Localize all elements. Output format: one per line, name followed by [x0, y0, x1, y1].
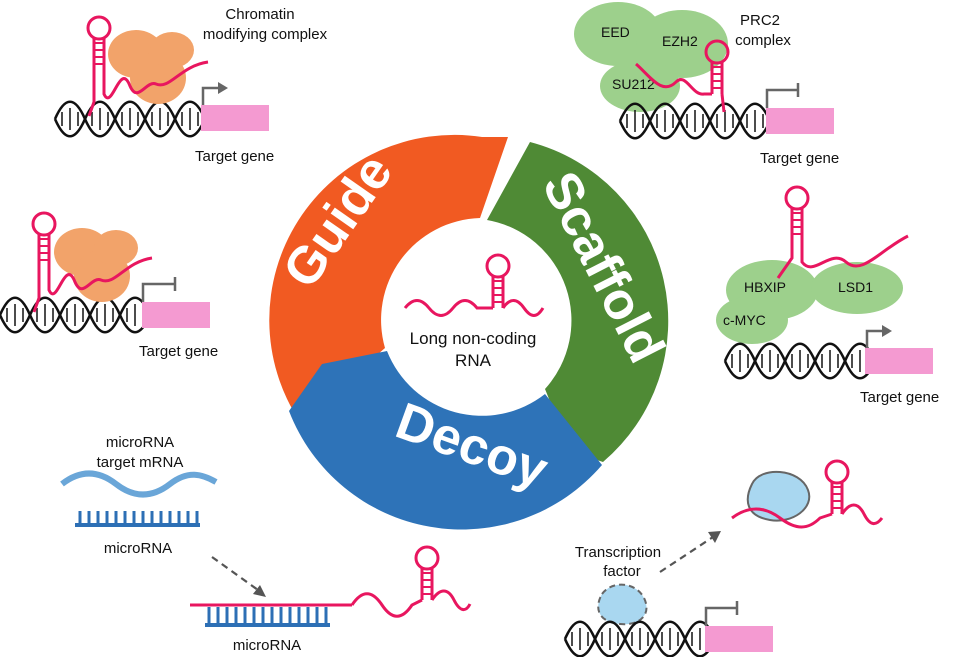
- activation-arrow-icon: [865, 329, 886, 348]
- dna-helix: [618, 102, 772, 140]
- bound-mirna: [190, 545, 472, 627]
- tf-label-line2: factor: [603, 563, 641, 580]
- dna-helix: [563, 620, 717, 657]
- chromatin-complex: [108, 30, 194, 104]
- tf-label-line1: Transcription: [575, 544, 661, 561]
- chromatin-complex: [54, 228, 138, 302]
- activation-arrow-icon: [201, 86, 222, 105]
- target-mrna: [60, 470, 218, 498]
- lncrna: [635, 39, 730, 113]
- mrna-label-line2: target mRNA: [97, 454, 184, 471]
- target-gene-box: [201, 105, 269, 131]
- panel-decoy-tf: Transcription factor: [563, 459, 884, 657]
- target-gene-box: [766, 108, 834, 134]
- mrna-label-line1: microRNA: [106, 434, 174, 451]
- mirna-label: microRNA: [104, 540, 172, 557]
- complex-label-line1: Chromatin: [225, 6, 294, 23]
- eed-label: EED: [601, 24, 630, 40]
- ezh2-label: EZH2: [662, 33, 698, 49]
- lncrna: [31, 211, 153, 313]
- released-tf: [731, 459, 884, 529]
- dna-helix: [0, 296, 152, 334]
- repression-icon: [141, 277, 177, 302]
- prc2-label-line2: complex: [735, 32, 791, 49]
- panel-scaffold-mid: HBXIP LSD1 c-MYC Target gene: [716, 185, 939, 406]
- hbxip-label: HBXIP: [744, 279, 786, 295]
- prc2-label-line1: PRC2: [740, 12, 780, 29]
- dashed-arrow-icon: [659, 536, 714, 573]
- dna-helix: [53, 100, 207, 138]
- repression-icon: [704, 601, 739, 626]
- panel-guide-mid: Target gene: [0, 211, 218, 360]
- scaffold-proteins: [716, 260, 903, 344]
- panel-guide-top: Chromatin modifying complex Target gene: [53, 6, 328, 165]
- prc2-complex: [574, 2, 728, 112]
- dashed-arrow-icon: [211, 556, 259, 591]
- panel-decoy-mirna: microRNA target mRNA microRNA: [60, 434, 472, 654]
- target-gene-label: Target gene: [139, 343, 218, 360]
- target-gene-label: Target gene: [195, 148, 274, 165]
- panel-scaffold-top: EED EZH2 SU212 PRC2 complex Target gene: [574, 2, 839, 167]
- mirna-bound-label: microRNA: [233, 637, 301, 654]
- dna-helix: [723, 342, 877, 380]
- target-gene-label: Target gene: [860, 389, 939, 406]
- target-gene-box: [142, 302, 210, 328]
- mirna-comb: [75, 511, 200, 527]
- su212-label: SU212: [612, 76, 655, 92]
- lsd1-label: LSD1: [838, 279, 873, 295]
- repression-icon: [765, 83, 800, 108]
- center-ring: Guide Scaffold Decoy Long non-coding RNA: [269, 134, 676, 530]
- guide-segment: [269, 134, 508, 422]
- lncrna: [776, 185, 909, 279]
- center-rna: [403, 253, 545, 317]
- complex-label-line2: modifying complex: [203, 26, 328, 43]
- target-gene-box: [865, 348, 933, 374]
- target-gene-box: [705, 626, 773, 652]
- target-gene-label: Target gene: [760, 150, 839, 167]
- cmyc-label: c-MYC: [723, 312, 766, 328]
- scaffold-segment: [487, 142, 669, 462]
- lncrna: [86, 15, 209, 117]
- decoy-segment: [289, 351, 602, 530]
- transcription-factor-shape: [597, 583, 648, 626]
- center-label-line2: RNA: [455, 351, 492, 370]
- center-label-line1: Long non-coding: [410, 329, 537, 348]
